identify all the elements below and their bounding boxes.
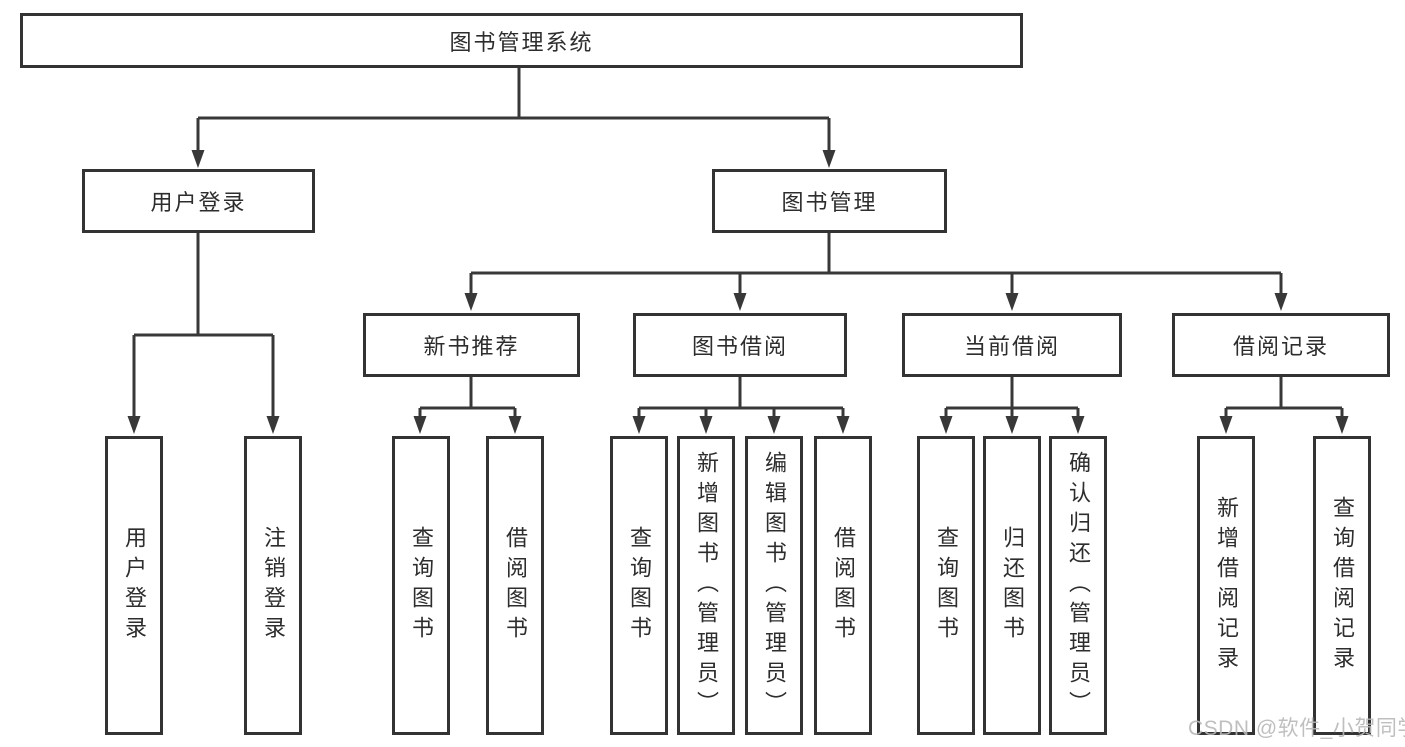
- arrowhead-down-icon: [1005, 416, 1019, 434]
- leaf-query-borrow-record: 查询借阅记录: [1313, 436, 1371, 735]
- arrowhead-down-icon: [191, 150, 205, 168]
- arrowhead-down-icon: [699, 416, 713, 434]
- leaf-confirm-return-admin-label: 确认归还（管理员）: [1066, 450, 1091, 721]
- arrowhead-down-icon: [822, 150, 836, 168]
- leaf-query-book-2-label: 查询图书: [627, 525, 652, 646]
- leaf-add-borrow-record-label: 新增借阅记录: [1214, 495, 1239, 676]
- arrowhead-down-icon: [266, 416, 280, 434]
- arrowhead-down-icon: [939, 416, 953, 434]
- arrowhead-down-icon: [632, 416, 646, 434]
- arrowhead-down-icon: [1071, 416, 1085, 434]
- arrowhead-down-icon: [1219, 416, 1233, 434]
- leaf-query-book-2: 查询图书: [610, 436, 668, 735]
- leaf-logout-login: 注销登录: [244, 436, 302, 735]
- node-current-borrow: 当前借阅: [902, 313, 1122, 377]
- node-system-root: 图书管理系统: [20, 13, 1023, 68]
- leaf-borrow-book-1: 借阅图书: [486, 436, 544, 735]
- leaf-add-book-admin: 新增图书（管理员）: [677, 436, 735, 735]
- leaf-query-book-3-label: 查询图书: [934, 525, 959, 646]
- leaf-return-book: 归还图书: [983, 436, 1041, 735]
- leaf-add-book-admin-label: 新增图书（管理员）: [694, 450, 719, 721]
- leaf-query-book-1-label: 查询图书: [409, 525, 434, 646]
- node-borrow-record: 借阅记录: [1172, 313, 1390, 377]
- arrowhead-down-icon: [733, 293, 747, 311]
- leaf-borrow-book-1-label: 借阅图书: [503, 525, 528, 646]
- leaf-edit-book-admin-label: 编辑图书（管理员）: [762, 450, 787, 721]
- leaf-borrow-book-2-label: 借阅图书: [831, 525, 856, 646]
- node-book-management: 图书管理: [712, 169, 947, 233]
- node-system-root-label: 图书管理系统: [449, 29, 594, 55]
- arrowhead-down-icon: [1335, 416, 1349, 434]
- arrowhead-down-icon: [413, 416, 427, 434]
- node-book-borrow-label: 图书借阅: [691, 334, 788, 359]
- csdn-watermark: CSDN @软件_小贺同学: [1188, 717, 1405, 740]
- node-book-management-label: 图书管理: [781, 190, 878, 215]
- arrowhead-down-icon: [767, 416, 781, 434]
- leaf-query-book-1: 查询图书: [392, 436, 450, 735]
- leaf-return-book-label: 归还图书: [1000, 525, 1025, 646]
- leaf-user-login-label: 用户登录: [122, 525, 147, 646]
- node-current-borrow-label: 当前借阅: [963, 334, 1060, 359]
- arrowhead-down-icon: [1005, 293, 1019, 311]
- leaf-user-login: 用户登录: [105, 436, 163, 735]
- node-user-login-label: 用户登录: [150, 190, 247, 215]
- leaf-borrow-book-2: 借阅图书: [814, 436, 872, 735]
- arrowhead-down-icon: [836, 416, 850, 434]
- leaf-edit-book-admin: 编辑图书（管理员）: [745, 436, 803, 735]
- node-new-book-recommend-label: 新书推荐: [423, 334, 520, 359]
- leaf-query-borrow-record-label: 查询借阅记录: [1330, 495, 1355, 676]
- arrowhead-down-icon: [508, 416, 522, 434]
- arrowhead-down-icon: [464, 293, 478, 311]
- leaf-query-book-3: 查询图书: [917, 436, 975, 735]
- arrowhead-down-icon: [127, 416, 141, 434]
- node-borrow-record-label: 借阅记录: [1232, 334, 1329, 359]
- leaf-add-borrow-record: 新增借阅记录: [1197, 436, 1255, 735]
- leaf-logout-login-label: 注销登录: [261, 525, 286, 646]
- node-book-borrow: 图书借阅: [633, 313, 847, 377]
- node-new-book-recommend: 新书推荐: [363, 313, 580, 377]
- leaf-confirm-return-admin: 确认归还（管理员）: [1049, 436, 1107, 735]
- node-user-login: 用户登录: [82, 169, 315, 233]
- arrowhead-down-icon: [1274, 293, 1288, 311]
